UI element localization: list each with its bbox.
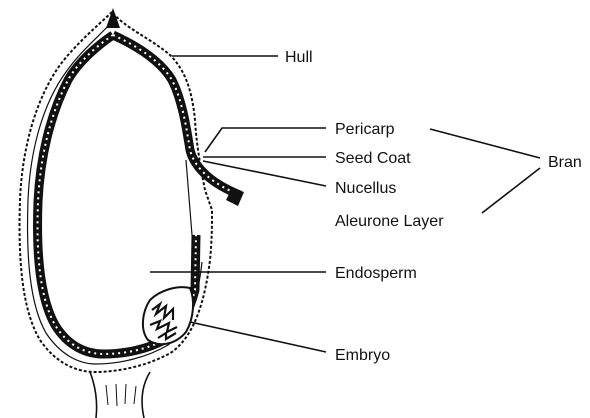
aleurone-layer-label: Aleurone Layer [335, 213, 444, 230]
hull-label: Hull [285, 49, 313, 66]
seed-coat-label: Seed Coat [335, 150, 411, 167]
nucellus-label: Nucellus [335, 180, 396, 197]
endosperm-label: Endosperm [335, 265, 417, 282]
pericarp-label: Pericarp [335, 121, 395, 138]
bran-label: Bran [548, 154, 582, 171]
embryo-label: Embryo [335, 347, 390, 364]
